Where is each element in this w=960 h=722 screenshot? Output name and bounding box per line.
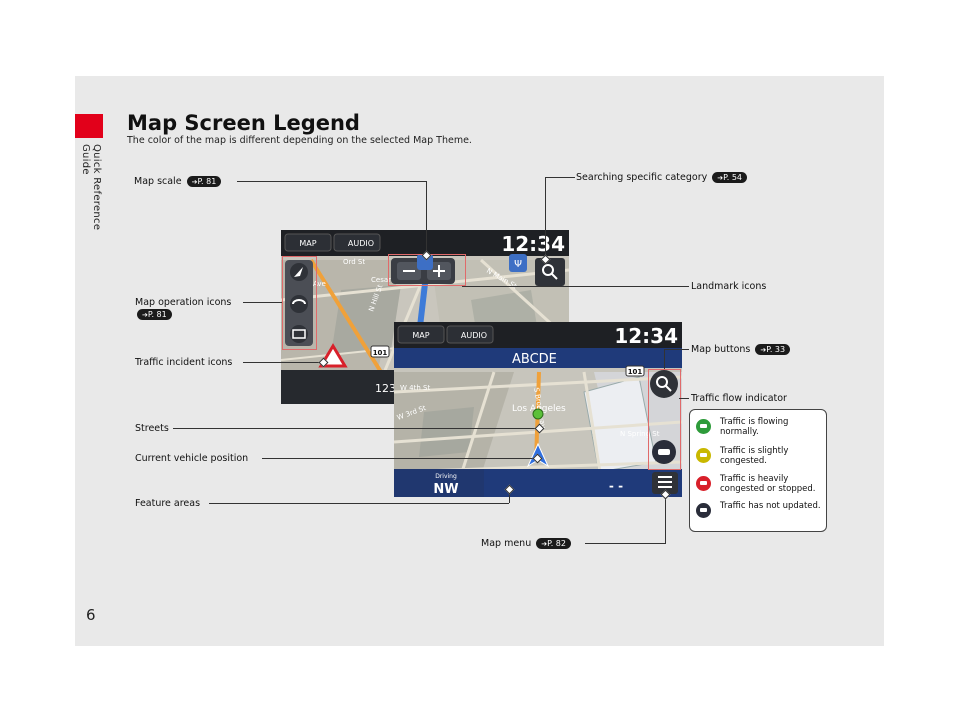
page-title: Map Screen Legend [127, 111, 360, 135]
traffic-yellow-icon [696, 448, 711, 463]
page-number: 6 [86, 606, 96, 624]
leader-line [545, 177, 546, 259]
page-ref-badge[interactable]: ➔P. 54 [712, 172, 747, 183]
traffic-flow-legend: Traffic is flowing normally. Traffic is … [689, 409, 827, 532]
front-clock: 12:34 [614, 324, 678, 348]
back-address: 123 [375, 382, 396, 395]
menu-icon [658, 476, 672, 478]
leader-line [509, 489, 510, 503]
legend-item-not-updated: Traffic has not updated. [696, 501, 824, 527]
callout-landmark-icons: Landmark icons [691, 281, 767, 292]
front-tab-audio: AUDIO [461, 331, 487, 340]
leader-line [262, 458, 538, 459]
leader-line [426, 181, 427, 256]
callout-searching-category: Searching specific category ➔P. 54 [576, 172, 747, 184]
callout-map-buttons: Map buttons ➔P. 33 [691, 344, 791, 356]
front-street-label: W 4th St [400, 384, 430, 392]
page-ref-badge[interactable]: ➔P. 81 [186, 176, 222, 187]
leader-line [173, 428, 540, 429]
back-street-label: Ord St [343, 258, 365, 266]
legend-item-heavily-congested: Traffic is heavily congested or stopped. [696, 474, 824, 500]
distance-value: - - [609, 479, 623, 493]
heading-value: NW [433, 482, 458, 497]
leader-line [664, 349, 689, 350]
section-marker [75, 114, 103, 138]
callout-traffic-incident-icons: Traffic incident icons [135, 357, 233, 368]
side-title: Quick Reference Guide [80, 144, 102, 231]
route-icon [290, 295, 308, 313]
page-ref-badge[interactable]: ➔P. 33 [755, 344, 791, 355]
page-ref-badge[interactable]: ➔P. 81 [137, 309, 172, 320]
search-icon [542, 264, 554, 276]
highlight-map-buttons [648, 369, 681, 470]
callout-traffic-flow-indicator: Traffic flow indicator [691, 393, 787, 404]
leader-line [665, 494, 666, 544]
leader-line [545, 177, 575, 178]
traffic-dark-icon [696, 503, 711, 518]
back-tab-audio: AUDIO [348, 239, 374, 248]
back-route-shield: 101 [373, 349, 388, 357]
callout-map-operation-icons: Map operation icons ➔P. 81 [135, 297, 232, 320]
leader-line [585, 543, 665, 544]
front-street-label: N Spring St [620, 430, 660, 438]
legend-item-flowing: Traffic is flowing normally. [696, 417, 824, 443]
leader-line [462, 286, 689, 287]
leader-line [664, 349, 665, 369]
leader-line [237, 181, 427, 182]
traffic-red-icon [696, 476, 711, 491]
back-tab-map: MAP [299, 239, 316, 248]
destination-bar: ABCDE [512, 352, 557, 367]
front-tab-map: MAP [412, 331, 429, 340]
leader-line [243, 302, 282, 303]
callout-map-scale: Map scale ➔P. 81 [134, 176, 222, 188]
front-map-screen: MAP AUDIO 12:34 ABCDE W 4th St W 3rd St … [394, 322, 682, 497]
callout-map-menu: Map menu ➔P. 82 [481, 538, 571, 550]
landmark-icon [509, 254, 527, 272]
highlight-landmark [282, 256, 317, 350]
landmark-icon [417, 254, 433, 270]
back-clock: 12:34 [501, 232, 565, 256]
leader-line [209, 503, 509, 504]
destination-marker [532, 408, 544, 420]
zoom-out-icon [403, 270, 415, 272]
heading-caption: Driving [435, 473, 457, 480]
callout-streets: Streets [135, 423, 169, 434]
front-route-shield: 101 [628, 368, 643, 376]
svg-text:Ψ: Ψ [514, 259, 522, 270]
front-search-icon [656, 376, 668, 388]
leader-line [679, 398, 689, 399]
callout-feature-areas: Feature areas [135, 498, 201, 509]
traffic-green-icon [696, 419, 711, 434]
leader-line [243, 362, 323, 363]
page-ref-badge[interactable]: ➔P. 82 [536, 538, 571, 549]
callout-current-vehicle-position: Current vehicle position [135, 453, 249, 464]
legend-item-slightly-congested: Traffic is slightly congested. [696, 446, 824, 472]
page-subtitle: The color of the map is different depend… [127, 135, 472, 146]
